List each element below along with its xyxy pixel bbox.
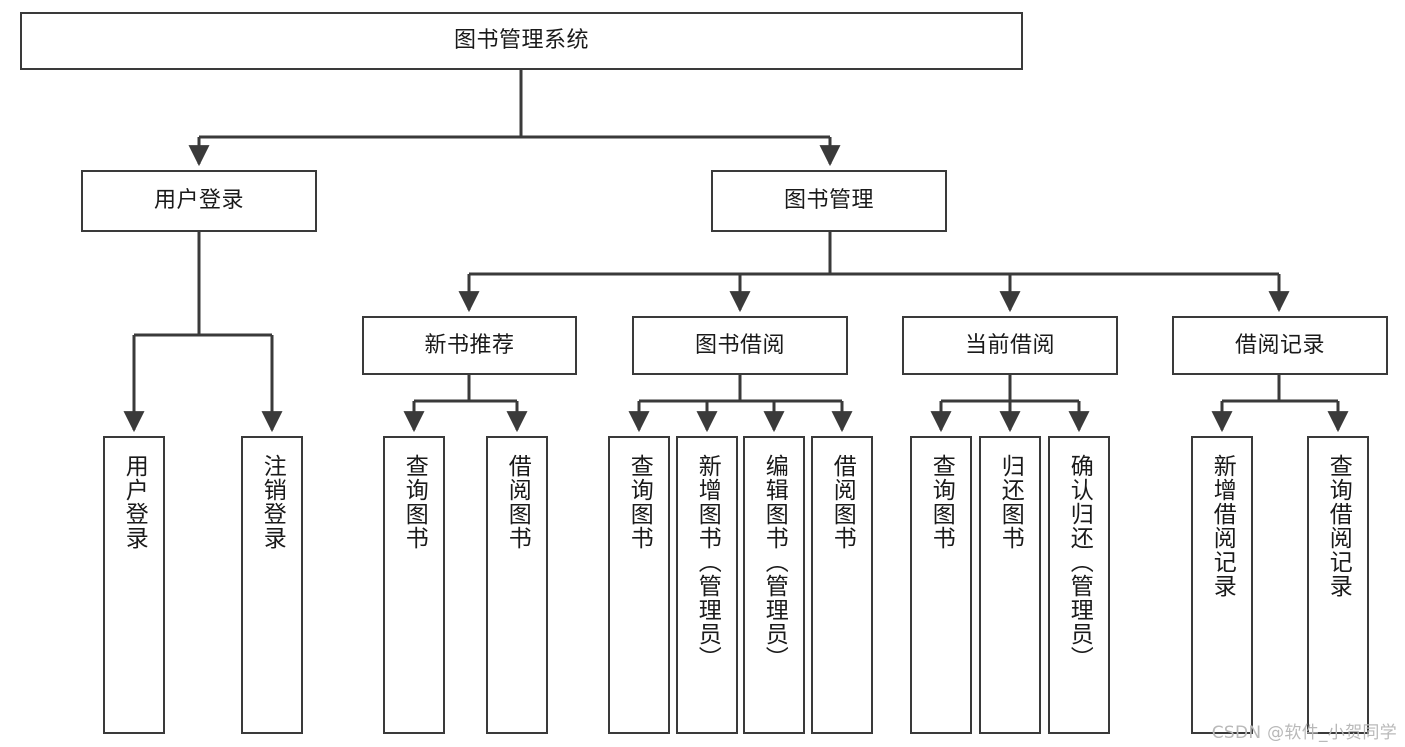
leaf-user-login[interactable]: 用户登录: [103, 436, 165, 734]
node-label: 查询图书: [928, 454, 955, 550]
node-label: 归还图书: [997, 454, 1024, 550]
leaf-current-confirm-return[interactable]: 确认归还（管理员）: [1048, 436, 1110, 734]
node-label: 编辑图书（管理员）: [761, 454, 788, 670]
leaf-borrow-add-book[interactable]: 新增图书（管理员）: [676, 436, 738, 734]
leaf-current-query-book[interactable]: 查询图书: [910, 436, 972, 734]
watermark-text: CSDN @软件_小贺同学: [1211, 723, 1397, 743]
node-label: 新增图书（管理员）: [694, 454, 721, 670]
leaf-borrow-query-book[interactable]: 查询图书: [608, 436, 670, 734]
leaf-current-return-book[interactable]: 归还图书: [979, 436, 1041, 734]
node-label: 借阅记录: [1234, 332, 1325, 358]
node-root-system[interactable]: 图书管理系统: [20, 12, 1023, 70]
leaf-recommend-query-book[interactable]: 查询图书: [383, 436, 445, 734]
node-label: 借阅图书: [829, 454, 856, 550]
node-book-borrow[interactable]: 图书借阅: [632, 316, 848, 375]
node-label: 图书管理系统: [453, 28, 589, 54]
node-label: 图书管理: [783, 188, 874, 214]
node-label: 借阅图书: [504, 454, 531, 550]
leaf-record-add-record[interactable]: 新增借阅记录: [1191, 436, 1253, 734]
node-current-borrow[interactable]: 当前借阅: [902, 316, 1118, 375]
node-book-management[interactable]: 图书管理: [711, 170, 947, 232]
node-label: 注销登录: [259, 454, 286, 550]
node-label: 新书推荐: [424, 332, 515, 358]
leaf-user-logout[interactable]: 注销登录: [241, 436, 303, 734]
node-label: 图书借阅: [694, 332, 785, 358]
node-label: 查询图书: [401, 454, 428, 550]
node-label: 确认归还（管理员）: [1066, 454, 1093, 670]
node-label: 新增借阅记录: [1209, 454, 1236, 598]
node-label: 用户登录: [121, 454, 148, 550]
node-label: 当前借阅: [964, 332, 1055, 358]
leaf-record-query-record[interactable]: 查询借阅记录: [1307, 436, 1369, 734]
node-label: 查询借阅记录: [1325, 454, 1352, 598]
leaf-borrow-edit-book[interactable]: 编辑图书（管理员）: [743, 436, 805, 734]
leaf-borrow-borrow-book[interactable]: 借阅图书: [811, 436, 873, 734]
leaf-recommend-borrow-book[interactable]: 借阅图书: [486, 436, 548, 734]
node-new-book-recommend[interactable]: 新书推荐: [362, 316, 577, 375]
node-borrow-record[interactable]: 借阅记录: [1172, 316, 1388, 375]
node-label: 查询图书: [626, 454, 653, 550]
node-user-login[interactable]: 用户登录: [81, 170, 317, 232]
node-label: 用户登录: [153, 188, 244, 214]
